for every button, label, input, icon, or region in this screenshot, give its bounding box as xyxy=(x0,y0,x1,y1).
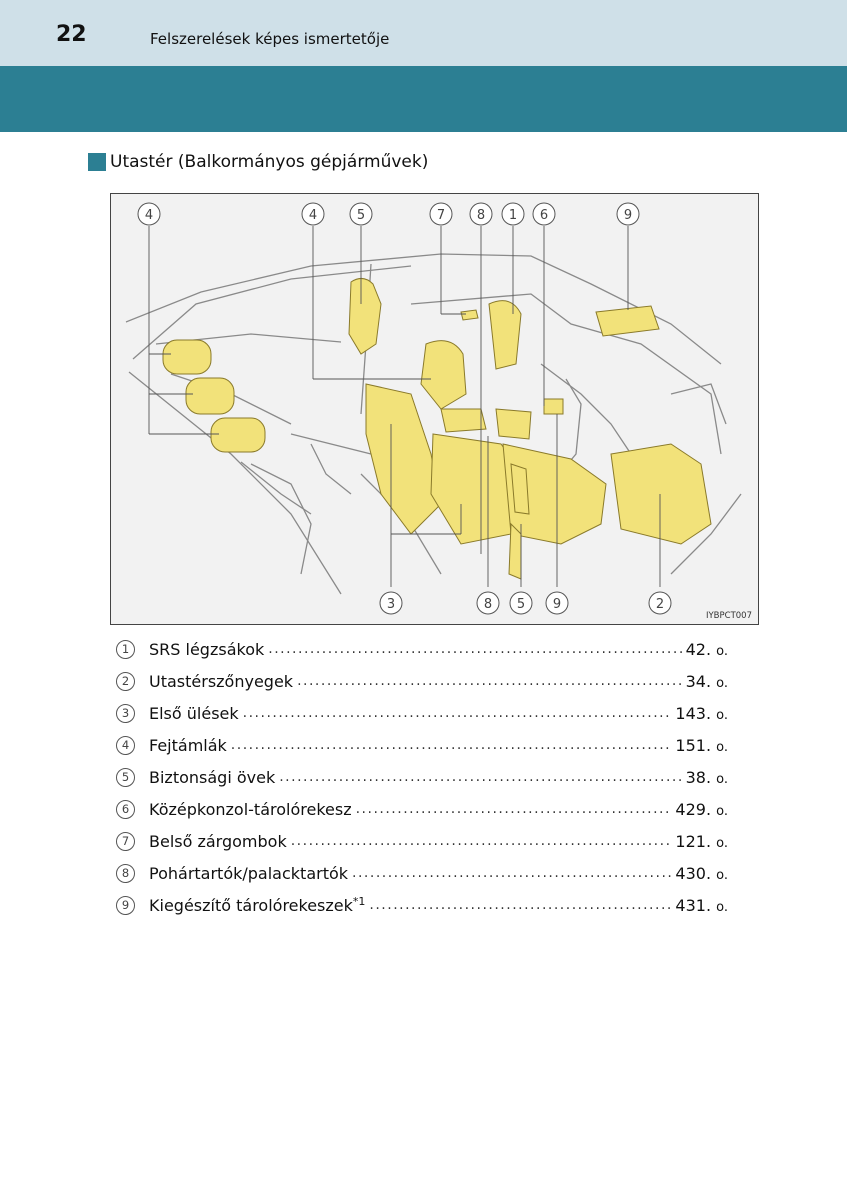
page-reference[interactable]: 151. o. xyxy=(675,736,728,755)
item-number: 9 xyxy=(116,895,135,915)
page-reference[interactable]: 121. o. xyxy=(675,832,728,851)
callout-label: 9 xyxy=(624,208,632,223)
item-number: 6 xyxy=(116,799,135,819)
dot-leader: ........................................… xyxy=(242,705,672,721)
callout-label: 9 xyxy=(553,597,561,612)
page-ref-suffix: o. xyxy=(716,771,728,787)
dot-leader: ........................................… xyxy=(369,897,672,913)
callout-label: 2 xyxy=(656,597,664,612)
item-label: Fejtámlák xyxy=(149,735,227,755)
item-label: Első ülések xyxy=(149,703,239,723)
callout-label: 3 xyxy=(387,597,395,612)
page-ref-suffix: o. xyxy=(716,707,728,723)
callout-label: 8 xyxy=(477,208,485,223)
page-ref-number: 34. xyxy=(685,671,712,691)
item-list: 1 SRS légzsákok ........................… xyxy=(116,633,728,921)
callout-label: 6 xyxy=(540,208,548,223)
page-ref-number: 38. xyxy=(685,767,712,787)
list-item: 7 Belső zárgombok ......................… xyxy=(116,825,728,857)
page-ref-suffix: o. xyxy=(716,899,728,915)
item-label: Belső zárgombok xyxy=(149,831,287,851)
footnote-marker: *1 xyxy=(352,895,366,908)
highlighted-parts xyxy=(162,278,712,580)
page-reference[interactable]: 143. o. xyxy=(675,704,728,723)
list-item: 4 Fejtámlák ............................… xyxy=(116,729,728,761)
item-number: 1 xyxy=(116,639,135,659)
item-label: Biztonsági övek xyxy=(149,767,276,787)
list-item: 9 Kiegészítő tárolórekeszek*1 ..........… xyxy=(116,889,728,921)
item-label: SRS légzsákok xyxy=(149,639,265,659)
header-band xyxy=(0,66,847,132)
list-item: 5 Biztonsági övek ......................… xyxy=(116,761,728,793)
item-number: 5 xyxy=(116,767,135,787)
page-ref-suffix: o. xyxy=(716,835,728,851)
car-interior-drawing: 4 4 5 7 8 1 6 9 3 8 5 9 2 xyxy=(125,202,742,615)
section-marker-icon xyxy=(88,153,106,171)
list-item: 8 Pohártartók/palacktartók .............… xyxy=(116,857,728,889)
item-label: Pohártartók/palacktartók xyxy=(149,863,349,883)
page-reference[interactable]: 430. o. xyxy=(675,864,728,883)
callout-label: 4 xyxy=(145,208,153,223)
section-heading: Utastér (Balkormányos gépjárművek) xyxy=(88,150,428,174)
section-title: Utastér (Balkormányos gépjárművek) xyxy=(110,152,429,172)
item-number: 2 xyxy=(116,671,135,691)
item-label: Kiegészítő tárolórekeszek*1 xyxy=(149,895,365,915)
page-reference[interactable]: 34. o. xyxy=(686,672,728,691)
item-label-text: Kiegészítő tárolórekeszek xyxy=(149,896,353,915)
dot-leader: ........................................… xyxy=(355,801,672,817)
leader-lines xyxy=(148,226,661,587)
dot-leader: ........................................… xyxy=(230,737,672,753)
list-item: 6 Középkonzol-tárolórekesz .............… xyxy=(116,793,728,825)
page-ref-number: 429. xyxy=(675,799,712,819)
item-label: Középkonzol-tárolórekesz xyxy=(149,799,352,819)
item-label: Utastérszőnyegek xyxy=(149,671,294,691)
callout-label: 5 xyxy=(357,208,365,223)
list-item: 2 Utastérszőnyegek .....................… xyxy=(116,665,728,697)
page-ref-suffix: o. xyxy=(716,675,728,691)
page-number: 22 xyxy=(56,22,87,47)
item-number: 3 xyxy=(116,703,135,723)
page-reference[interactable]: 429. o. xyxy=(675,800,728,819)
page-header: 22 Felszerelések képes ismertetője xyxy=(0,0,847,66)
dot-leader: ........................................… xyxy=(279,769,681,785)
page-reference[interactable]: 38. o. xyxy=(686,768,728,787)
page-ref-number: 431. xyxy=(675,895,712,915)
callouts-top: 4 4 5 7 8 1 6 9 xyxy=(137,202,640,226)
callouts-bottom: 3 8 5 9 2 xyxy=(379,591,672,615)
item-number: 8 xyxy=(116,863,135,883)
list-item: 1 SRS légzsákok ........................… xyxy=(116,633,728,665)
page-ref-number: 430. xyxy=(675,863,712,883)
page-ref-suffix: o. xyxy=(716,867,728,883)
header-title: Felszerelések képes ismertetője xyxy=(150,30,390,48)
dot-leader: ........................................… xyxy=(268,641,681,657)
page-reference[interactable]: 42. o. xyxy=(686,640,728,659)
callout-label: 8 xyxy=(484,597,492,612)
list-item: 3 Első ülések ..........................… xyxy=(116,697,728,729)
page-ref-number: 42. xyxy=(685,639,712,659)
page-ref-suffix: o. xyxy=(716,803,728,819)
page-ref-number: 121. xyxy=(675,831,712,851)
page-ref-suffix: o. xyxy=(716,739,728,755)
dot-leader: ........................................… xyxy=(297,673,682,689)
callout-label: 1 xyxy=(509,208,517,223)
interior-illustration: 4 4 5 7 8 1 6 9 3 8 5 9 2 IYBPCT007 xyxy=(110,193,759,625)
callout-label: 4 xyxy=(309,208,317,223)
page-reference[interactable]: 431. o. xyxy=(675,896,728,915)
item-number: 7 xyxy=(116,831,135,851)
dot-leader: ........................................… xyxy=(290,833,672,849)
item-number: 4 xyxy=(116,735,135,755)
dot-leader: ........................................… xyxy=(352,865,671,881)
page-ref-number: 151. xyxy=(675,735,712,755)
callout-label: 5 xyxy=(517,597,525,612)
page-ref-suffix: o. xyxy=(716,643,728,659)
page-ref-number: 143. xyxy=(675,703,712,723)
callout-label: 7 xyxy=(437,208,445,223)
figure-code: IYBPCT007 xyxy=(705,611,752,621)
